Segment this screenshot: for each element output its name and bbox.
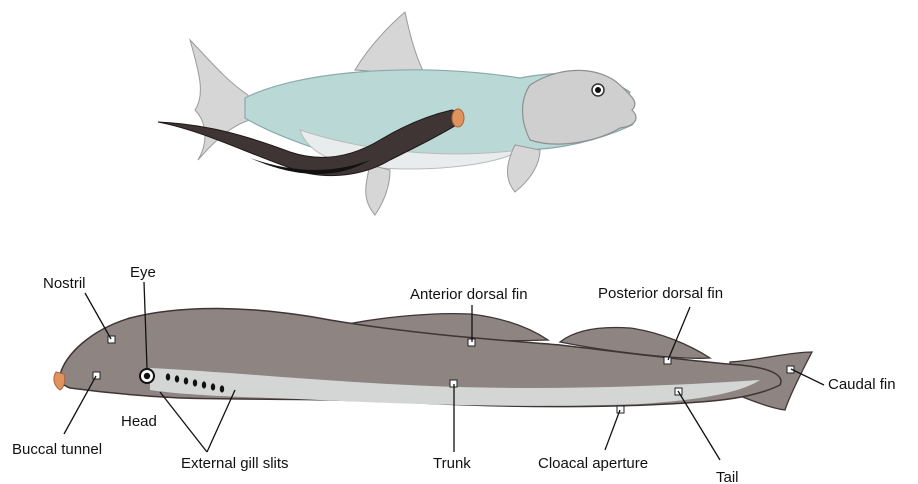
label-cloacal-aperture: Cloacal aperture [538, 455, 648, 472]
label-head: Head [121, 413, 157, 430]
nostril-marker [108, 336, 115, 343]
posterior-dorsal-fin-marker [664, 357, 671, 364]
label-caudal-fin: Caudal fin [828, 376, 896, 393]
label-buccal-tunnel: Buccal tunnel [12, 441, 102, 458]
fish-pelvic-fin [366, 165, 390, 215]
label-external-gill-slits: External gill slits [181, 455, 289, 472]
attached-lamprey-oral-disc [452, 109, 464, 127]
fish-dorsal-fin [355, 12, 425, 75]
buccal-marker [93, 372, 100, 379]
label-nostril: Nostril [43, 275, 86, 292]
host-fish-illustration [158, 12, 636, 215]
fish-pectoral-fin [508, 145, 541, 192]
label-tail: Tail [716, 469, 739, 484]
fish-head [523, 70, 637, 144]
lamprey-pupil [144, 373, 150, 379]
label-trunk: Trunk [433, 455, 471, 472]
label-anterior-dorsal-fin: Anterior dorsal fin [410, 286, 528, 303]
cloacal-marker [617, 406, 624, 413]
label-eye: Eye [130, 264, 156, 281]
label-posterior-dorsal-fin: Posterior dorsal fin [598, 285, 723, 302]
fish-pupil [595, 87, 601, 93]
lamprey-illustration [54, 308, 812, 413]
oral-disc [54, 372, 65, 390]
